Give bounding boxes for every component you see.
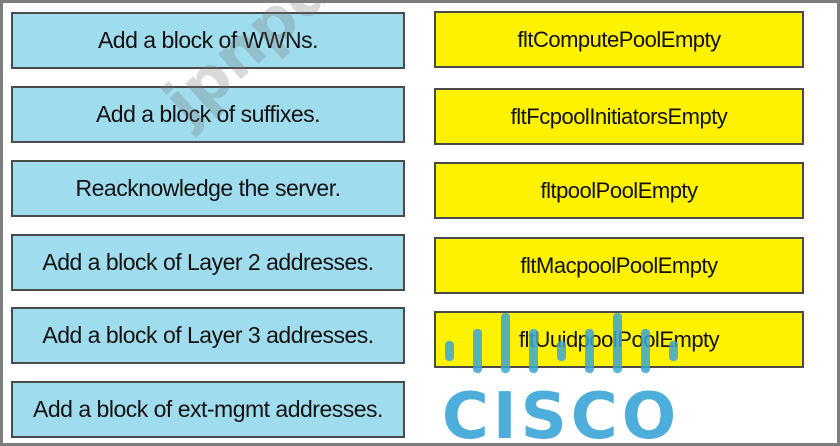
fault-item-fcpool-initiators-empty[interactable]: fltFcpoolInitiatorsEmpty xyxy=(434,88,804,145)
fault-item-compute-pool-empty[interactable]: fltComputePoolEmpty xyxy=(434,11,804,68)
fault-item-uuidpool-pool-empty[interactable]: fltUuidpoolPoolEmpty xyxy=(434,311,804,368)
action-item-reacknowledge[interactable]: Reacknowledge the server. xyxy=(11,160,405,217)
action-item-layer2[interactable]: Add a block of Layer 2 addresses. xyxy=(11,234,405,291)
action-item-suffixes[interactable]: Add a block of suffixes. xyxy=(11,86,405,143)
action-item-wwns[interactable]: Add a block of WWNs. xyxy=(11,12,405,69)
action-item-ext-mgmt[interactable]: Add a block of ext-mgmt addresses. xyxy=(11,381,405,438)
fault-item-pool-pool-empty[interactable]: fltpoolPoolEmpty xyxy=(434,162,804,219)
action-item-layer3[interactable]: Add a block of Layer 3 addresses. xyxy=(11,307,405,364)
cisco-logo-text: CISCO xyxy=(442,380,680,443)
fault-item-macpool-pool-empty[interactable]: fltMacpoolPoolEmpty xyxy=(434,237,804,294)
